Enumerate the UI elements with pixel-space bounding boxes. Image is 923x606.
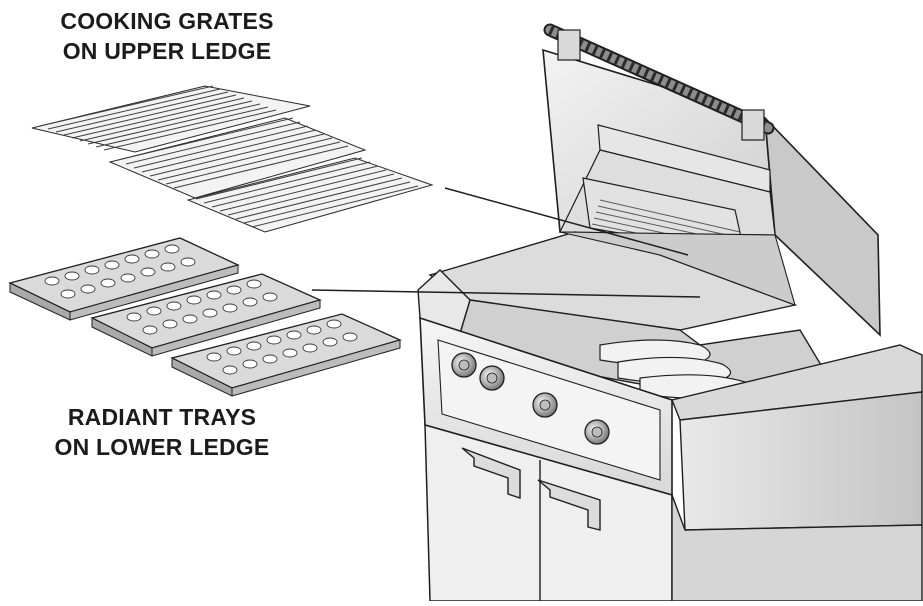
lid-right-side bbox=[764, 115, 881, 337]
door-handles bbox=[461, 447, 601, 531]
upper-ledge bbox=[559, 231, 796, 306]
label-cooking-grates-line2: ON UPPER LEDGE bbox=[62, 38, 272, 64]
radiant-trays bbox=[8, 237, 402, 397]
leader-line-trays bbox=[311, 289, 701, 298]
knob-3-icon bbox=[532, 392, 558, 418]
knob-2-icon bbox=[479, 365, 505, 391]
firebox bbox=[428, 231, 832, 400]
control-knobs bbox=[451, 352, 610, 445]
door-handle-left bbox=[461, 447, 521, 499]
radiant-tray-2 bbox=[90, 273, 322, 357]
cooking-grate-2 bbox=[108, 117, 367, 199]
cart-right-side bbox=[671, 494, 923, 602]
cooking-grate-1 bbox=[31, 85, 311, 153]
knob-4-icon bbox=[584, 419, 610, 445]
cooking-grate-3 bbox=[186, 157, 434, 233]
label-cooking-grates-line1: COOKING GRATES bbox=[60, 8, 274, 34]
door-handle-right bbox=[537, 479, 601, 531]
leader-line-grates bbox=[444, 187, 689, 256]
label-cooking-grates: COOKING GRATES ON UPPER LEDGE bbox=[22, 6, 312, 66]
knob-1-icon bbox=[451, 352, 477, 378]
cooking-grates bbox=[31, 85, 434, 233]
radiant-tray-3 bbox=[170, 313, 402, 397]
radiant-tray-1 bbox=[8, 237, 240, 321]
right-side-shelf-top bbox=[671, 344, 923, 421]
label-radiant-trays-line2: ON LOWER LEDGE bbox=[54, 434, 270, 460]
lid-handle bbox=[543, 23, 775, 141]
label-radiant-trays: RADIANT TRAYS ON LOWER LEDGE bbox=[22, 402, 302, 462]
burners bbox=[599, 339, 753, 400]
label-radiant-trays-line1: RADIANT TRAYS bbox=[67, 404, 257, 430]
